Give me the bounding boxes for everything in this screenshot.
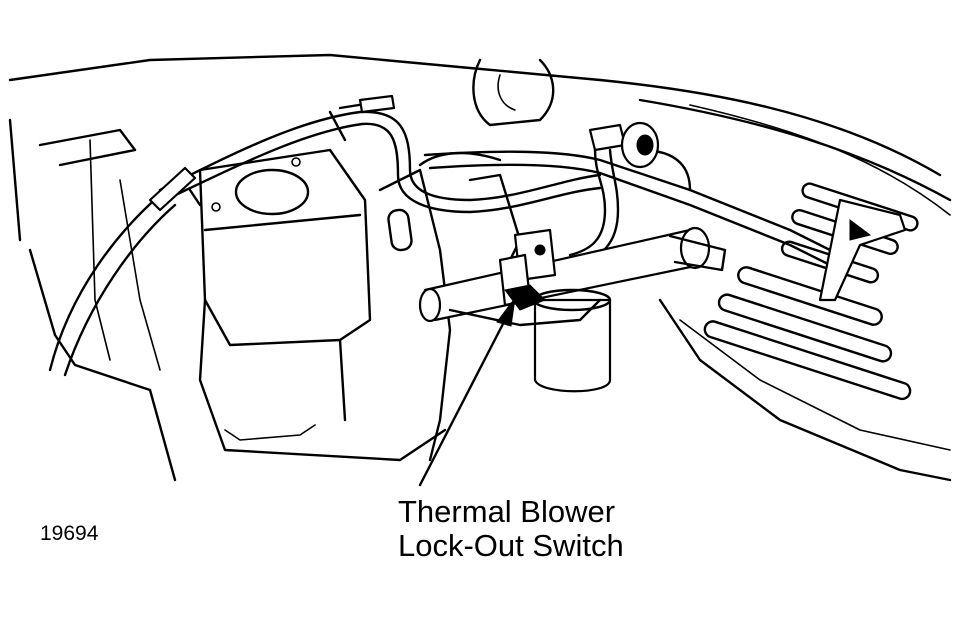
body-panels — [8, 53, 952, 482]
callout-label: Thermal Blower Lock-Out Switch — [398, 495, 624, 563]
heater-tube-assembly — [418, 226, 727, 393]
ribbed-panel — [703, 182, 919, 401]
callout-line-1: Thermal Blower — [398, 494, 616, 529]
callout-line-2: Lock-Out Switch — [398, 528, 624, 563]
battery-housing — [198, 148, 447, 462]
valve-assembly — [568, 121, 660, 267]
callout-leader — [418, 297, 516, 487]
hoses — [48, 94, 832, 377]
figure-number: 19694 — [40, 522, 99, 545]
